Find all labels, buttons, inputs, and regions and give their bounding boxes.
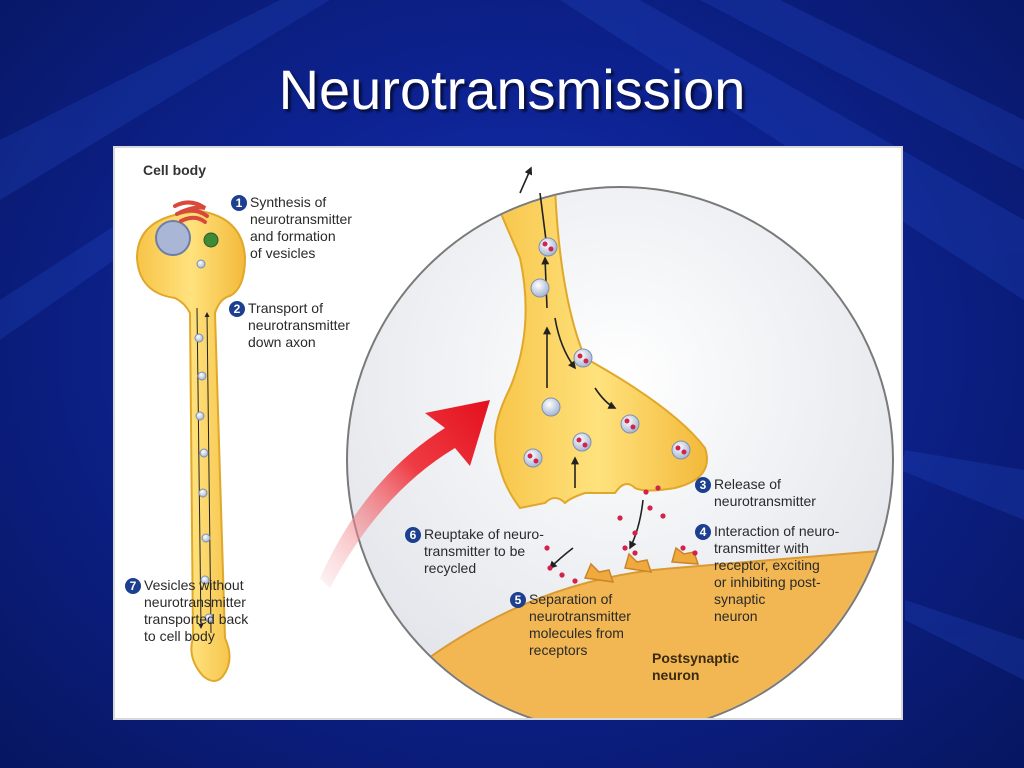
step-7: 7 Vesicles without neurotransmitter tran… [125, 577, 248, 645]
step-7-badge: 7 [125, 578, 141, 594]
step-5: 5 Separation of neurotransmitter molecul… [510, 591, 631, 659]
presynaptic-neuron [135, 200, 247, 682]
step-7-text: Vesicles without neurotransmitter transp… [144, 577, 249, 644]
step-4: 4 Interaction of neuro- transmitter with… [695, 523, 839, 625]
step-1-badge: 1 [231, 195, 247, 211]
step-4-text: Interaction of neuro- transmitter with r… [714, 523, 840, 624]
step-3-badge: 3 [695, 477, 711, 493]
step-2-text: Transport of neurotransmitter down axon [248, 300, 350, 350]
step-2: 2 Transport of neurotransmitter down axo… [229, 300, 350, 351]
presynaptic-terminal [488, 188, 708, 510]
step-2-badge: 2 [229, 301, 245, 317]
nucleus [155, 220, 191, 256]
neurotransmission-diagram: Cell body 1 Synthesis of neurotransmitte… [113, 146, 903, 720]
slide-title: Neurotransmission [278, 58, 746, 121]
cell-body-label: Cell body [143, 162, 207, 178]
step-1-text: Synthesis of neurotransmitter and format… [250, 194, 352, 261]
receptors [583, 546, 700, 583]
mitochondria [203, 232, 219, 248]
step-5-text: Separation of neurotransmitter molecules… [529, 591, 631, 658]
step-1: 1 Synthesis of neurotransmitter and form… [231, 194, 352, 262]
step-6-badge: 6 [405, 527, 421, 543]
golgi-apparatus [173, 200, 209, 224]
diagram-artwork [135, 166, 894, 718]
neurotransmitter-molecules [527, 241, 698, 584]
step-5-badge: 5 [510, 592, 526, 608]
step-3: 3 Release of neurotransmitter [695, 476, 816, 510]
step-4-badge: 4 [695, 524, 711, 540]
step-3-text: Release of neurotransmitter [714, 476, 816, 509]
postsynaptic-neuron-label: Postsynaptic neuron [652, 650, 740, 683]
magnify-arrow [320, 400, 490, 588]
step-6: 6 Reuptake of neuro- transmitter to be r… [405, 526, 544, 577]
step-6-text: Reuptake of neuro- transmitter to be rec… [424, 526, 544, 576]
